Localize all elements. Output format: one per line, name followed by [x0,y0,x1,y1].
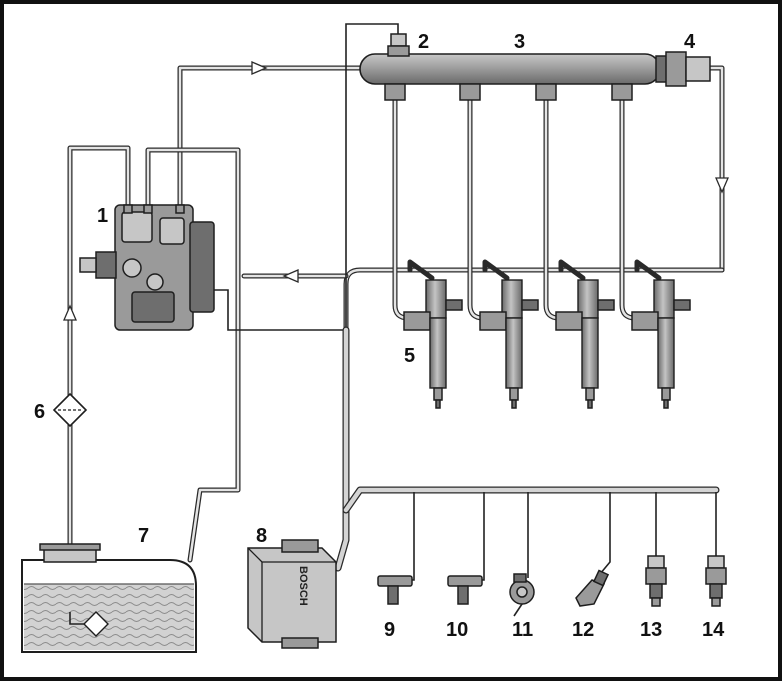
callout-7: 7 [138,525,149,547]
fuel-pipes [67,65,725,615]
injector [555,279,615,409]
callout-4: 4 [684,31,696,53]
callout-3: 3 [514,31,525,53]
pressure-limiter-valve [655,51,711,87]
injector [479,279,539,409]
sensor-9 [377,575,413,605]
sensor-14 [705,555,727,607]
engine-control-unit: BOSCH [247,539,337,649]
callout-14: 14 [702,619,725,641]
arrow-up-icon [63,304,77,321]
arrow-left-icon [282,269,299,283]
sensor-11 [509,573,535,617]
high-pressure-pump [79,204,215,331]
fuel-filter [52,392,88,428]
callout-8: 8 [256,525,267,547]
arrow-down-icon [715,177,729,194]
callout-9: 9 [384,619,395,641]
callout-numbers: 1 2 3 4 5 6 7 8 9 10 11 12 13 14 [34,31,725,641]
sensor-10 [447,575,483,605]
high-pressure-rail [359,53,661,101]
flow-arrows [63,61,729,321]
callout-5: 5 [404,345,415,367]
sensor-13 [645,555,667,607]
callout-13: 13 [640,619,662,641]
injector [403,279,463,409]
arrow-right-icon [251,61,268,75]
callout-2: 2 [418,31,429,53]
rail-pressure-sensor [387,33,410,57]
sensor-12 [575,569,610,607]
callout-6: 6 [34,401,45,423]
callout-12: 12 [572,619,594,641]
wiring-harness [212,23,720,581]
fuel-tank [21,543,197,653]
callout-11: 11 [512,619,533,641]
ecu-brand-label: BOSCH [297,566,309,606]
callout-10: 10 [446,619,468,641]
injector [631,279,691,409]
callout-1: 1 [97,205,108,227]
